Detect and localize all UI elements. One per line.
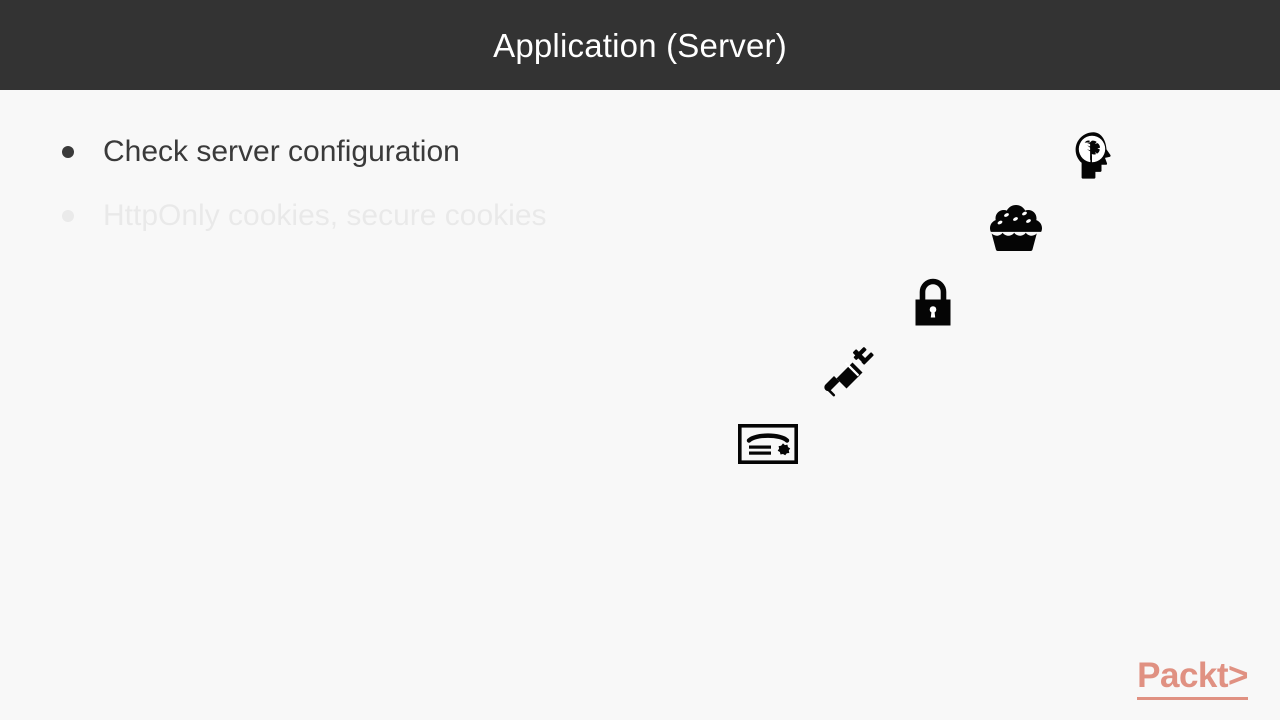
bullet-item-label: HttpOnly cookies, secure cookies: [103, 199, 547, 232]
psychology-head-brain-icon: [1071, 131, 1125, 183]
packt-logo: Packt>: [1137, 658, 1248, 700]
packt-wordmark: Packt>: [1137, 656, 1248, 695]
list-item: HttpOnly cookies, secure cookies: [56, 196, 816, 260]
bullet-dot-icon: [62, 210, 74, 222]
bullet-dot-icon: [62, 146, 74, 158]
certificate-icon: [738, 424, 798, 464]
bullet-item-label: Check server configuration: [103, 135, 460, 168]
cupcake-icon: [988, 204, 1044, 252]
icon-cascade: [0, 90, 1280, 720]
lock-closed-icon: [911, 278, 955, 328]
bullet-list: Check server configuration HttpOnly cook…: [56, 132, 816, 260]
list-item: Check server configuration: [56, 132, 816, 196]
slide-header-bar: Application (Server): [0, 0, 1280, 90]
page-title: Application (Server): [493, 26, 787, 64]
slide-content-area: Check server configuration HttpOnly cook…: [0, 90, 1280, 720]
packt-underline: [1137, 697, 1248, 700]
syringe-icon: [822, 345, 880, 403]
